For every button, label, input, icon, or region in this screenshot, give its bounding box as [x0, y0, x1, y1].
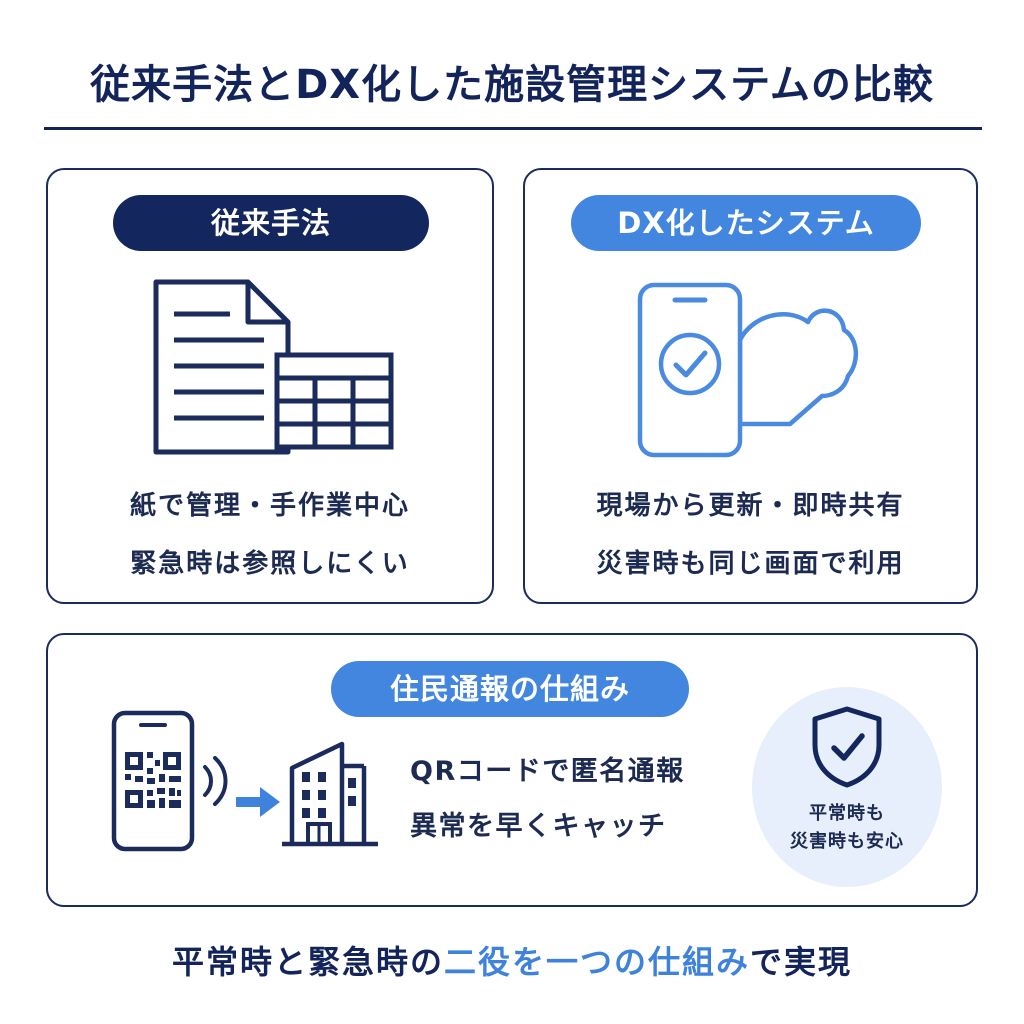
safety-badge-line2: 災害時も安心: [790, 831, 904, 852]
dx-system-card: DX化したシステム 現場から更新・即時共有 災害時も同じ画面で利用: [523, 168, 978, 604]
footer-summary: 平常時と緊急時の二役を一つの仕組みで実現: [0, 937, 1024, 983]
footer-text-after: で実現: [750, 943, 853, 981]
document-icon: [153, 279, 291, 455]
page-title: 従来手法とDX化した施設管理システムの比較: [90, 62, 934, 108]
cloud-icon: [737, 308, 858, 427]
smartphone-check-icon: [637, 282, 743, 458]
safety-badge: 平常時も 災害時も安心: [752, 687, 942, 887]
traditional-desc-line1: 紙で管理・手作業中心: [129, 491, 410, 521]
title-divider: [44, 127, 982, 130]
dx-desc-line2: 災害時も同じ画面で利用: [596, 549, 905, 579]
report-text-line1: QRコードで匿名通報: [410, 756, 685, 787]
qr-phone-icon: [111, 710, 195, 852]
resident-report-card: 住民通報の仕組み: [46, 633, 978, 907]
spreadsheet-icon: [274, 352, 394, 450]
safety-badge-line1: 平常時も: [809, 803, 885, 824]
shield-check-icon: [812, 706, 882, 788]
resident-report-label: 住民通報の仕組み: [331, 661, 689, 717]
building-icon: [282, 741, 378, 847]
traditional-desc-line2: 緊急時は参照しにくい: [130, 549, 410, 579]
signal-waves-icon: [203, 756, 228, 806]
arrow-right-icon: [236, 787, 280, 817]
traditional-method-card: 従来手法 紙で管理・手作業中心 緊急時は参照しにくい: [46, 168, 494, 604]
footer-highlight: 二役を一つの仕組み: [443, 943, 750, 981]
dx-system-label: DX化したシステム: [571, 195, 921, 251]
traditional-method-label: 従来手法: [113, 195, 429, 251]
report-text-line2: 異常を早くキャッチ: [410, 811, 667, 842]
footer-text-before: 平常時と緊急時の: [171, 943, 444, 981]
dx-desc-line1: 現場から更新・即時共有: [596, 491, 905, 521]
